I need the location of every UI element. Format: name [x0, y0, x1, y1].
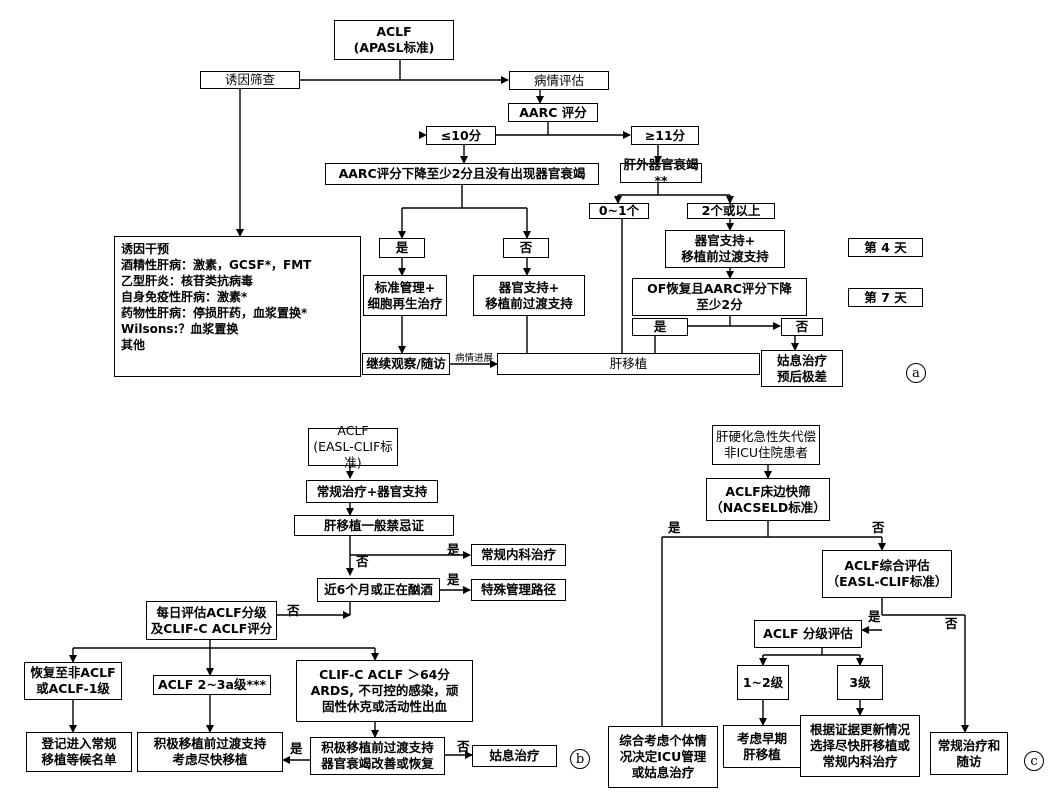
yes-label-b2: 是: [447, 572, 460, 587]
aarc-score-box: AARC 评分: [508, 103, 598, 122]
organ-support-bridge2-box: 器官支持+ 移植前过渡支持: [473, 275, 585, 316]
day7-box: 第 7 天: [848, 288, 923, 307]
routine-medical-box: 常规内科治疗: [471, 544, 566, 566]
panel-b-label: b: [570, 749, 590, 769]
panel-a-label: a: [906, 363, 926, 383]
no-box-a2: 否: [781, 318, 823, 336]
bedside-screen-box: ACLF床边快筛 （NACSELD标准）: [706, 478, 830, 521]
bridge-fast-box: 积极移植前过渡支持 考虑尽快移植: [137, 732, 283, 772]
no-label-b2: 否: [287, 603, 300, 618]
progress-label: 病情进展: [455, 353, 494, 364]
extrahepatic-of-box: 肝外器官衰竭**: [620, 157, 702, 188]
no-label-b1: 否: [356, 554, 369, 569]
aarc-le10-box: ≤10分: [426, 126, 496, 145]
standard-mgmt-box: 标准管理+ 细胞再生治疗: [363, 275, 447, 316]
condition-assessment-box: 病情评估: [509, 71, 609, 90]
grading-box: ACLF 分级评估: [754, 620, 862, 648]
drinking-box: 近6个月或正在酗酒: [317, 578, 440, 602]
routine-organ-support-box: 常规治疗+器官支持: [306, 480, 438, 503]
yes-label-c2: 是: [868, 609, 881, 624]
recover-box: 恢复至非ACLF 或ACLF-1级: [24, 662, 122, 700]
of-2plus-box: 2个或以上: [687, 203, 775, 219]
organ-support-bridge-box: 器官支持+ 移植前过渡支持: [665, 230, 785, 268]
evidence-box: 根据证据更新情况 选择尽快肝移植或 常规内科治疗: [800, 715, 920, 777]
early-transplant-box: 考虑早期 肝移植: [723, 725, 801, 768]
trigger-intervention-box: 诱因干预 酒精性肝病：激素，GCSF*，FMT 乙型肝炎：核苷类抗病毒 自身免疫…: [114, 236, 361, 377]
palliative-b-box: 姑息治疗: [472, 745, 557, 767]
aarc-drop-box: AARC评分下降至少2分且没有出现器官衰竭: [325, 163, 599, 185]
no-label-c1: 否: [872, 520, 885, 535]
decompensation-box: 肝硬化急性失代偿 非ICU住院患者: [712, 425, 820, 465]
aclf-easl-box: ACLF (EASL-CLIF标准): [308, 423, 398, 470]
panel-c-label: c: [1024, 751, 1044, 771]
observe-followup-box: 继续观察/随访: [362, 353, 450, 375]
aclf-apasl-box: ACLF (APASL标准): [334, 20, 454, 60]
no-label-b3: 否: [457, 739, 470, 754]
of-recover-box: OF恢复且AARC评分下降 至少2分: [632, 278, 807, 316]
yes-label-b1: 是: [447, 542, 460, 557]
aarc-ge11-box: ≥11分: [631, 126, 699, 145]
clif64-box: CLIF-C ACLF ＞64分 ARDS, 不可控的感染，顽 固性休克或活动性…: [296, 660, 473, 722]
waitlist-box: 登记进入常规 移植等候名单: [26, 732, 132, 772]
trigger-screening-box: 诱因筛查: [200, 71, 300, 89]
grade12-box: 1~2级: [737, 665, 789, 700]
special-path-box: 特殊管理路径: [471, 579, 566, 601]
yes-box-a: 是: [379, 238, 425, 258]
icu-box: 综合考虑个体情 况决定ICU管理 或姑息治疗: [608, 726, 718, 788]
liver-transplant-box: 肝移植: [497, 353, 760, 375]
grade23-box: ACLF 2~3a级***: [153, 675, 271, 695]
grade3-box: 3级: [837, 665, 883, 700]
comprehensive-box: ACLF综合评估 （EASL-CLIF标准）: [822, 550, 952, 598]
transplant-contra-box: 肝移植一般禁忌证: [294, 515, 454, 536]
no-box-a: 否: [503, 238, 549, 258]
daily-assess-box: 每日评估ACLF分级 及CLIF-C ACLF评分: [146, 601, 277, 640]
yes-label-c1: 是: [668, 520, 681, 535]
palliative-a-box: 姑息治疗 预后极差: [761, 350, 843, 387]
of-0-1-box: 0~1个: [589, 203, 649, 219]
bridge-improve-box: 积极移植前过渡支持 器官衰竭改善或恢复: [310, 737, 445, 775]
no-label-c2: 否: [945, 616, 958, 631]
yes-box-a2: 是: [632, 318, 688, 336]
routine-followup-box: 常规治疗和 随访: [930, 732, 1008, 775]
yes-label-b3: 是: [290, 741, 303, 756]
day4-box: 第 4 天: [848, 238, 923, 257]
